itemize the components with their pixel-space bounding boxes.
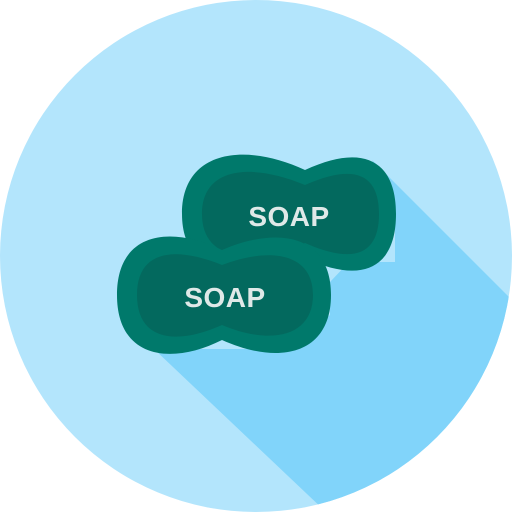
soap-bar-back: SOAP xyxy=(182,154,396,274)
soap-bar-back-inner xyxy=(202,171,379,257)
soap-bar-front: SOAP xyxy=(117,236,331,354)
soap-bar-front-inner xyxy=(137,254,313,337)
soap-label-back: SOAP xyxy=(248,201,329,232)
long-shadow xyxy=(154,160,512,512)
soap-label-front: SOAP xyxy=(184,282,265,313)
